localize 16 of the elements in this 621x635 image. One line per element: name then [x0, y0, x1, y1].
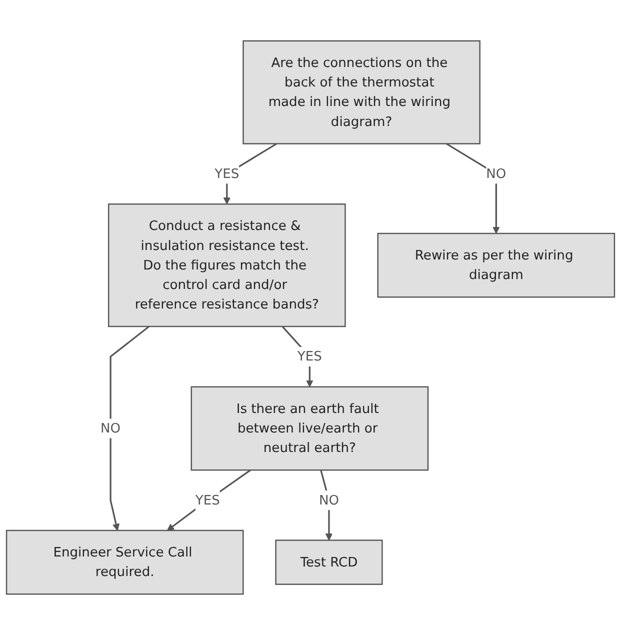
node-box: Engineer Service Call required.: [6, 530, 244, 595]
node-box: Test RCD: [275, 540, 383, 585]
edge-label: NO: [100, 420, 121, 436]
node-box: Conduct a resistance & insulation resistance test. Do the figures match the control card and/or reference resistance bands?: [108, 203, 346, 328]
arrow: [166, 469, 251, 531]
node-box: Rewire as per the wiring diagram: [377, 232, 616, 298]
edge-label: YES: [214, 166, 240, 182]
node-box: Is there an earth fault between live/earth or neutral earth?: [190, 386, 429, 471]
arrow: [320, 470, 333, 541]
edge-label: NO: [318, 492, 340, 508]
edge-label: NO: [486, 166, 506, 182]
arrow: [110, 326, 150, 531]
node-box: Are the connections on the back of the thermostat made in line with the wiring diagram?: [242, 40, 480, 144]
edge-label: YES: [297, 348, 322, 364]
arrow: [446, 143, 500, 234]
edge-label: YES: [195, 492, 220, 508]
